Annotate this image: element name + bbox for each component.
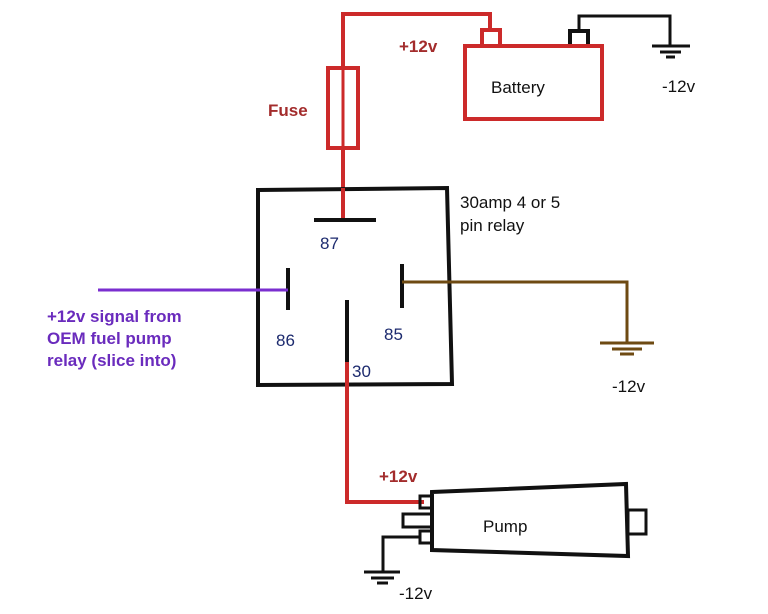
pump-end-cap [626,508,648,536]
ground-symbol-battery [652,44,690,59]
label-pump-minus: -12v [399,584,433,603]
label-battery-minus: -12v [662,77,696,96]
power-wire-battery-to-fuse [341,12,492,68]
wire-pump-ground [381,535,420,572]
label-signal-line1: +12v signal from [47,307,182,326]
label-fuse: Fuse [268,101,308,120]
battery-positive-terminal [480,28,502,48]
pump-body [430,481,631,559]
label-relay-ground: -12v [612,377,646,396]
label-signal-line2: OEM fuel pump [47,329,172,348]
wire-85-ground [402,280,629,342]
label-signal-line3: relay (slice into) [47,351,176,370]
label-pump: Pump [483,517,527,536]
pin-86-label: 86 [276,331,295,350]
pump-terminal-top [418,494,434,510]
battery-negative-terminal [568,29,590,48]
label-relay-line2: pin relay [460,216,525,235]
ground-symbol-relay [600,341,654,356]
label-battery: Battery [491,78,545,97]
label-pump-plus: +12v [379,467,418,486]
pin-85-label: 85 [384,325,403,344]
label-battery-plus: +12v [399,37,438,56]
relay-box [256,185,455,388]
pump-terminal-mid [401,512,434,529]
pin-87-label: 87 [320,234,339,253]
ground-symbol-pump [364,570,400,585]
label-relay-line1: 30amp 4 or 5 [460,193,560,212]
wire-30-to-pump [345,362,424,504]
wire-battery-positive [341,12,492,68]
battery-body [463,44,604,121]
wire-battery-negative [577,14,672,45]
pin-30-label: 30 [352,362,371,381]
